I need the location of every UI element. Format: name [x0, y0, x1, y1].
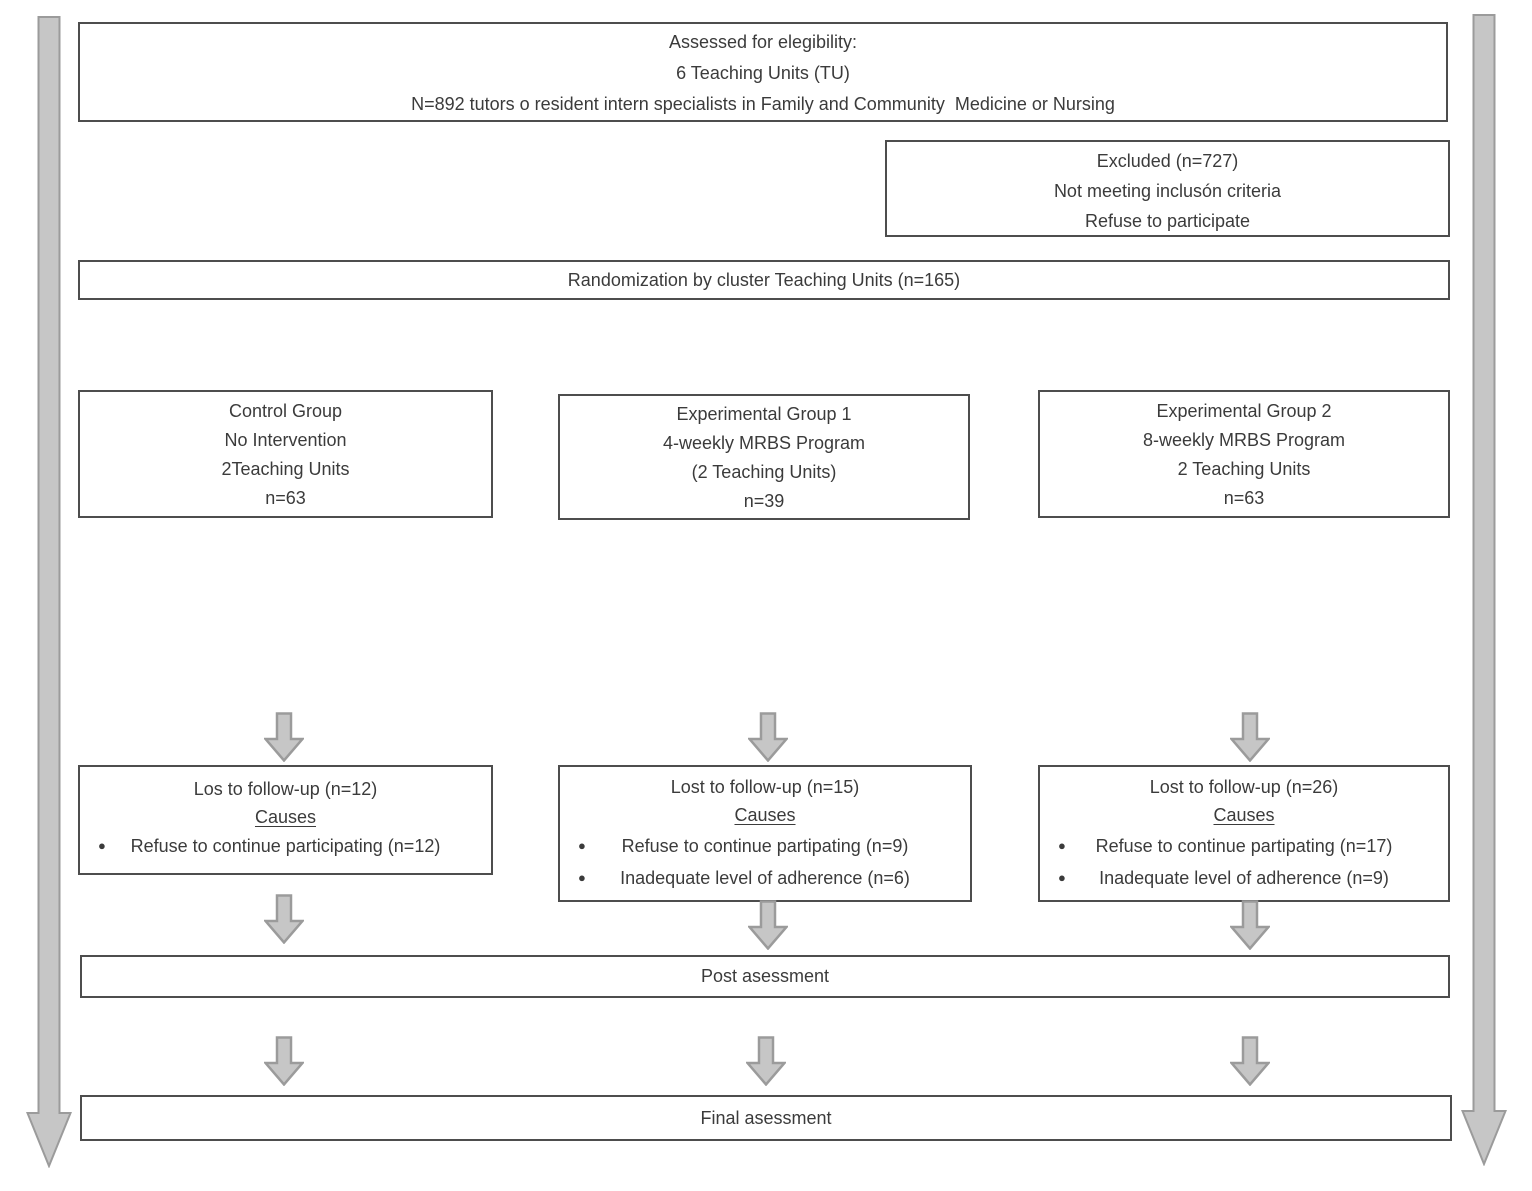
- cause-item: ● Refuse to continue partipating (n=17): [1040, 830, 1448, 862]
- final-assessment-box: Final asessment: [80, 1095, 1452, 1141]
- down-arrow-icon: [264, 894, 304, 944]
- control-group-box: Control Group No Intervention 2Teaching …: [78, 390, 493, 518]
- group-line: 2 Teaching Units: [1177, 459, 1311, 479]
- experimental-group-1-box: Experimental Group 1 4-weekly MRBS Progr…: [558, 394, 970, 520]
- post-assessment-label: Post asessment: [700, 966, 830, 986]
- down-arrow-icon: [264, 712, 304, 762]
- assessed-line: Assessed for elegibility:: [668, 32, 858, 52]
- bullet-icon: ●: [1058, 837, 1066, 853]
- cause-text: Refuse to continue partipating (n=17): [1095, 836, 1393, 856]
- cause-text: Inadequate level of adherence (n=6): [620, 868, 910, 888]
- assessed-line: N=892 tutors o resident intern specialis…: [411, 94, 1115, 114]
- group-line: (2 Teaching Units): [691, 462, 837, 482]
- cause-item: ● Inadequate level of adherence (n=9): [1040, 862, 1448, 894]
- group-line: No Intervention: [224, 430, 347, 450]
- timeline-down-arrow-right-icon: [1461, 14, 1507, 1166]
- lost-title: Lost to follow-up (n=26): [1149, 777, 1339, 797]
- down-arrow-icon: [1230, 900, 1270, 950]
- bullet-icon: ●: [1058, 869, 1066, 885]
- group-line: 2Teaching Units: [221, 459, 350, 479]
- assessed-for-eligibility-box: Assessed for elegibility: 6 Teaching Uni…: [78, 22, 1448, 122]
- experimental-group-2-box: Experimental Group 2 8-weekly MRBS Progr…: [1038, 390, 1450, 518]
- excluded-box: Excluded (n=727) Not meeting inclusón cr…: [885, 140, 1450, 237]
- group-line: 8-weekly MRBS Program: [1142, 430, 1346, 450]
- group-line: n=63: [1223, 488, 1265, 508]
- cause-text: Inadequate level of adherence (n=9): [1099, 868, 1389, 888]
- down-arrow-icon: [264, 1036, 304, 1086]
- cause-item: ● Refuse to continue participating (n=12…: [80, 831, 491, 861]
- final-assessment-label: Final asessment: [700, 1108, 832, 1128]
- randomization-label: Randomization by cluster Teaching Units …: [567, 270, 961, 290]
- excluded-line: Not meeting inclusón criteria: [1053, 181, 1282, 201]
- down-arrow-icon: [1230, 712, 1270, 762]
- randomization-box: Randomization by cluster Teaching Units …: [78, 260, 1450, 300]
- down-arrow-icon: [748, 900, 788, 950]
- timeline-down-arrow-left-icon: [26, 16, 72, 1168]
- lost-to-follow-up-group2-box: Lost to follow-up (n=26) Causes ● Refuse…: [1038, 765, 1450, 902]
- down-arrow-icon: [746, 1036, 786, 1086]
- group-line: n=39: [743, 491, 785, 511]
- assessed-line: 6 Teaching Units (TU): [676, 63, 850, 83]
- down-arrow-icon: [748, 712, 788, 762]
- group-line: 4-weekly MRBS Program: [662, 433, 866, 453]
- causes-label: Causes: [1213, 805, 1275, 825]
- cause-item: ● Inadequate level of adherence (n=6): [560, 862, 970, 894]
- causes-label: Causes: [734, 805, 796, 825]
- group-line: Experimental Group 1: [676, 404, 852, 424]
- causes-label: Causes: [254, 807, 317, 827]
- down-arrow-icon: [1230, 1036, 1270, 1086]
- post-assessment-box: Post asessment: [80, 955, 1450, 998]
- lost-title: Lost to follow-up (n=15): [670, 777, 860, 797]
- lost-to-follow-up-control-box: Los to follow-up (n=12) Causes ● Refuse …: [78, 765, 493, 875]
- lost-title: Los to follow-up (n=12): [193, 779, 378, 799]
- excluded-line: Refuse to participate: [1084, 211, 1251, 231]
- cause-item: ● Refuse to continue partipating (n=9): [560, 830, 970, 862]
- lost-to-follow-up-group1-box: Lost to follow-up (n=15) Causes ● Refuse…: [558, 765, 972, 902]
- bullet-icon: ●: [578, 837, 586, 853]
- group-line: Experimental Group 2: [1156, 401, 1332, 421]
- excluded-line: Excluded (n=727): [1096, 151, 1239, 171]
- cause-text: Refuse to continue participating (n=12): [130, 836, 441, 856]
- cause-text: Refuse to continue partipating (n=9): [621, 836, 909, 856]
- bullet-icon: ●: [578, 869, 586, 885]
- bullet-icon: ●: [98, 837, 106, 853]
- group-line: n=63: [265, 488, 306, 508]
- group-line: Control Group: [228, 401, 343, 421]
